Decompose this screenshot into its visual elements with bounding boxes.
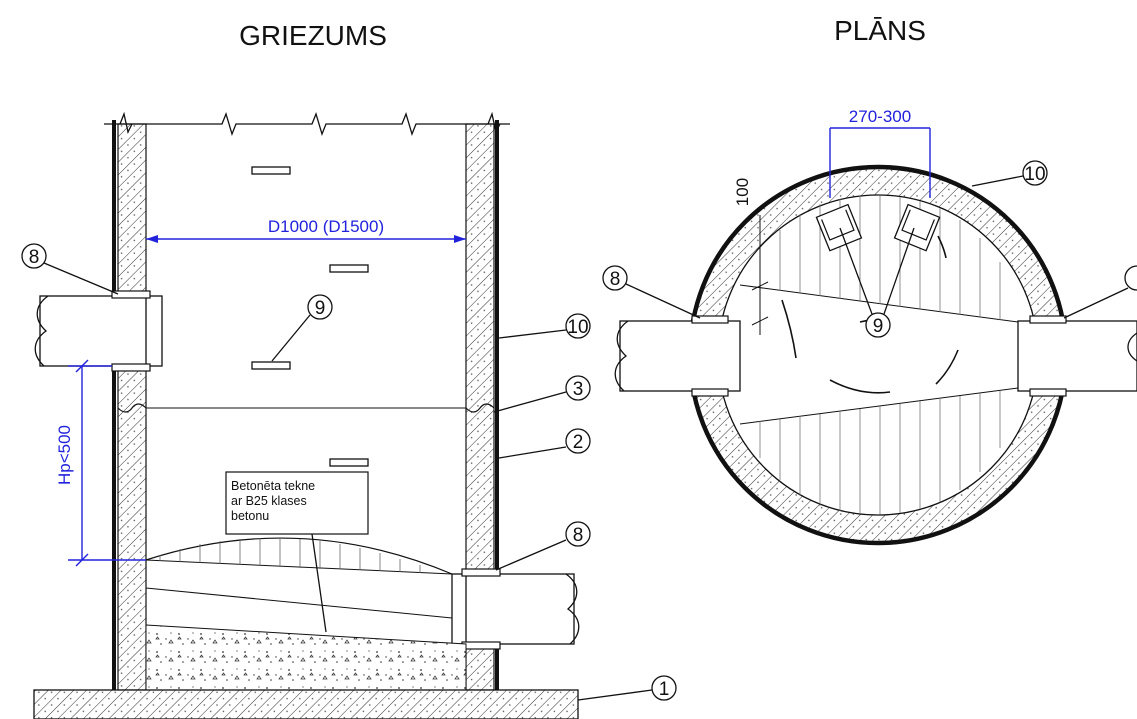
callout-9: 9 (271, 294, 333, 362)
svg-text:8: 8 (29, 247, 40, 268)
callout-3: 3 (493, 375, 591, 413)
benching-curve (145, 537, 453, 575)
note-box (225, 471, 369, 535)
plan-view: 270-300 100 8 9 10 (602, 107, 1137, 546)
outlet-pipe (451, 573, 575, 645)
break-line (104, 112, 510, 136)
svg-text:9: 9 (315, 298, 326, 319)
step-iron (329, 264, 369, 273)
svg-text:8: 8 (573, 525, 584, 546)
callout-2: 2 (498, 428, 591, 459)
note-line: Betonēta tekne (231, 479, 315, 493)
svg-text:10: 10 (567, 317, 588, 338)
callout-8-inlet: 8 (21, 243, 119, 295)
plan-callout-partial (1063, 265, 1137, 319)
plan-callout-9: 9 (839, 227, 915, 338)
step-iron (329, 458, 369, 467)
step-iron (251, 361, 291, 370)
left-wall (117, 123, 147, 691)
inlet-seal (111, 290, 151, 299)
svg-text:8: 8 (610, 269, 621, 290)
note-line: betonu (231, 509, 269, 523)
svg-text:9: 9 (873, 316, 884, 337)
plan-inlet-pipe (619, 320, 741, 392)
plan-step-iron (893, 203, 941, 252)
callout-10: 10 (498, 313, 591, 339)
plan-callout-8: 8 (602, 265, 701, 319)
steps-spacing-dimension: 270-300 (849, 107, 911, 126)
plan-outlet-pipe (1017, 320, 1137, 392)
svg-text:10: 10 (1024, 164, 1045, 185)
callout-1: 1 (577, 675, 677, 701)
base-slab (33, 689, 579, 719)
svg-text:3: 3 (573, 379, 584, 400)
steps-offset-dimension: 100 (733, 178, 752, 206)
note-line: ar B25 klases (231, 494, 307, 508)
step-iron (251, 166, 291, 175)
plan-title: PLĀNS (834, 15, 926, 46)
plan-callout-10: 10 (971, 160, 1048, 187)
svg-text:2: 2 (573, 432, 584, 453)
outlet-seal (461, 568, 501, 577)
benching-concrete (145, 624, 467, 691)
inlet-pipe (39, 295, 163, 367)
plan-interior (717, 194, 1039, 516)
note-leader (311, 533, 327, 633)
section-view: D1000 (D1500) Hp<500 Betonēta tekne ar B… (21, 111, 677, 719)
callout-8-outlet: 8 (495, 521, 591, 571)
svg-text:1: 1 (659, 679, 670, 700)
diameter-dimension: D1000 (D1500) (268, 217, 384, 236)
height-dimension: Hp<500 (55, 425, 74, 485)
section-title: GRIEZUMS (239, 20, 387, 51)
